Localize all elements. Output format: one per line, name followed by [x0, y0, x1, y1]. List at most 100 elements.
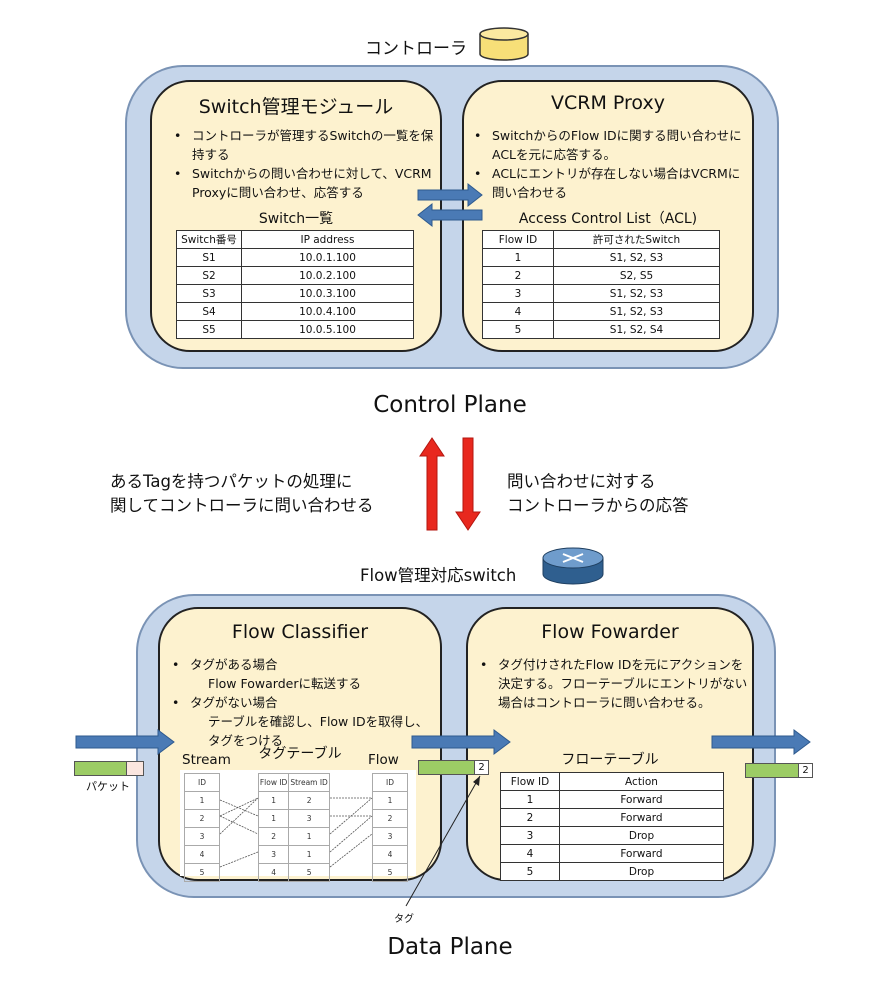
- table-cell: 1: [257, 791, 290, 810]
- table-cell: 3: [482, 284, 554, 303]
- table-cell: Drop: [559, 862, 724, 881]
- table-cell: Forward: [559, 844, 724, 863]
- reply-arrow-down: [455, 437, 481, 531]
- table-cell: 5: [500, 862, 560, 881]
- tag-value: 2: [798, 763, 813, 778]
- module-title: Switch管理モジュール: [198, 96, 394, 118]
- table-title: フローテーブル: [561, 752, 659, 768]
- input-arrow: [75, 729, 175, 755]
- bullet-item: タグ付けされたFlow IDを元にアクションを決定する。フローテーブルにエントリ…: [474, 655, 750, 712]
- bullet-item: Switchからの問い合わせに対して、VCRM Proxyに問い合わせ、応答する: [168, 164, 436, 202]
- column-header: Switch番号: [176, 230, 242, 249]
- bullet-main: タグがない場合: [190, 695, 278, 710]
- table-cell: 5: [288, 863, 330, 882]
- bullet-list: コントローラが管理するSwitchの一覧を保持する Switchからの問い合わせ…: [168, 126, 436, 202]
- table-cell: S1: [176, 248, 242, 267]
- bullet-sub: Flow Fowarderに転送する: [208, 676, 361, 691]
- table-cell: 10.0.4.100: [241, 302, 414, 321]
- request-arrow-right: [417, 182, 483, 208]
- column-header: Flow ID: [500, 772, 560, 791]
- stream-id-table: ID 1 2 3 4 5: [184, 773, 220, 882]
- table-cell: 5: [482, 320, 554, 339]
- column-header: Action: [559, 772, 724, 791]
- table-cell: 10.0.3.100: [241, 284, 414, 303]
- table-cell: 10.0.1.100: [241, 248, 414, 267]
- router-icon: [542, 547, 604, 585]
- bullet-list: タグ付けされたFlow IDを元にアクションを決定する。フローテーブルにエントリ…: [474, 655, 750, 712]
- table-cell: S2: [176, 266, 242, 285]
- query-arrow-up: [419, 437, 445, 531]
- tag-label: タグ: [394, 914, 414, 925]
- packet-label: パケット: [86, 780, 130, 793]
- table-cell: 4: [500, 844, 560, 863]
- query-description: あるTagを持つパケットの処理に 関してコントローラに問い合わせる: [110, 470, 410, 518]
- flow-forwarder-module: Flow Fowarder タグ付けされたFlow IDを元にアクションを決定す…: [466, 607, 754, 881]
- text-line: 関してコントローラに問い合わせる: [110, 496, 374, 515]
- table-cell: S4: [176, 302, 242, 321]
- text-line: あるTagを持つパケットの処理に: [110, 472, 353, 491]
- column-header: Flow ID: [482, 230, 554, 249]
- switch-management-module: Switch管理モジュール コントローラが管理するSwitchの一覧を保持する …: [150, 80, 442, 352]
- bullet-item: ACLにエントリが存在しない場合はVCRMに問い合わせる: [468, 164, 742, 202]
- table-cell: 1: [500, 790, 560, 809]
- table-cell: Drop: [559, 826, 724, 845]
- table-cell: S5: [176, 320, 242, 339]
- bullet-item: タグがない場合 テーブルを確認し、Flow IDを取得し、タグをつける: [166, 693, 438, 750]
- text-line: 問い合わせに対する: [507, 472, 656, 491]
- bullet-sub: テーブルを確認し、Flow IDを取得し、タグをつける: [208, 714, 429, 748]
- table-cell: 5: [184, 863, 220, 882]
- column-header: 許可されたSwitch: [553, 230, 720, 249]
- tag-pointer-line: [405, 775, 481, 907]
- module-title: VCRM Proxy: [551, 92, 665, 114]
- tag-table-title: タグテーブル: [258, 746, 342, 762]
- table-cell: 2: [500, 808, 560, 827]
- table-cell: Forward: [559, 808, 724, 827]
- module-title: Flow Classifier: [231, 621, 369, 643]
- table-cell: 4: [482, 302, 554, 321]
- untagged-packet: [74, 761, 128, 776]
- classifier-to-forwarder-arrow: [411, 729, 511, 755]
- table-title: Switch一覧: [258, 211, 334, 227]
- bullet-list: SwitchからのFlow IDに関する問い合わせにACLを元に応答する。 AC…: [468, 126, 742, 202]
- table-cell: 1: [482, 248, 554, 267]
- bullet-item: コントローラが管理するSwitchの一覧を保持する: [168, 126, 436, 164]
- bullet-list: タグがある場合 Flow Fowarderに転送する タグがない場合 テーブルを…: [166, 655, 438, 750]
- table-cell: S1, S2, S3: [553, 248, 720, 267]
- table-cell: S1, S2, S3: [553, 284, 720, 303]
- switch-label: Flow管理対応switch: [360, 566, 517, 585]
- output-arrow: [711, 729, 811, 755]
- untagged-packet-tail: [126, 761, 144, 776]
- bullet-item: SwitchからのFlow IDに関する問い合わせにACLを元に応答する。: [468, 126, 742, 164]
- table-cell: S1, S2, S3: [553, 302, 720, 321]
- controller-label: コントローラ: [365, 39, 467, 59]
- flow-id-table: ID 1 2 3 4 5: [372, 773, 408, 882]
- data-plane-label: Data Plane: [387, 934, 513, 960]
- table-cell: 10.0.5.100: [241, 320, 414, 339]
- table-cell: 1: [257, 809, 290, 828]
- table-cell: 2: [482, 266, 554, 285]
- stream-label: Stream: [182, 752, 231, 768]
- table-cell: S3: [176, 284, 242, 303]
- table-cell: S2, S5: [553, 266, 720, 285]
- reply-description: 問い合わせに対する コントローラからの応答: [507, 470, 747, 518]
- table-cell: S1, S2, S4: [553, 320, 720, 339]
- bullet-item: タグがある場合 Flow Fowarderに転送する: [166, 655, 438, 693]
